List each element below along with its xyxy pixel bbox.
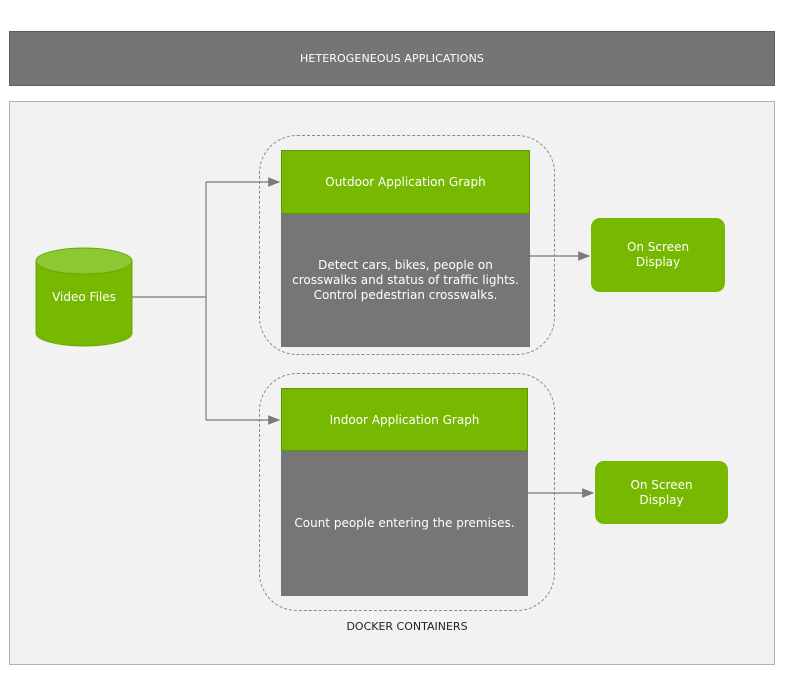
indoor-on-screen-display: On Screen Display bbox=[595, 461, 728, 524]
outdoor-on-screen-display: On Screen Display bbox=[591, 218, 725, 292]
outdoor-application-description: Detect cars, bikes, people on crosswalks… bbox=[281, 214, 530, 347]
outdoor-application-graph-header: Outdoor Application Graph bbox=[281, 150, 530, 214]
docker-containers-caption: DOCKER CONTAINERS bbox=[346, 620, 468, 633]
outdoor-docker-container bbox=[259, 135, 555, 355]
outdoor-description-text: Detect cars, bikes, people on crosswalks… bbox=[292, 258, 519, 302]
indoor-application-description: Count people entering the premises. bbox=[281, 451, 528, 596]
outdoor-header-label: Outdoor Application Graph bbox=[325, 175, 486, 189]
indoor-description-text: Count people entering the premises. bbox=[294, 516, 515, 530]
indoor-docker-container bbox=[259, 373, 555, 611]
video-files-label: Video Files bbox=[52, 290, 116, 304]
indoor-application-graph-header: Indoor Application Graph bbox=[281, 388, 528, 451]
indoor-osd-label: On Screen Display bbox=[630, 477, 693, 507]
video-files-database-icon bbox=[35, 247, 133, 347]
outdoor-osd-label: On Screen Display bbox=[626, 240, 690, 269]
indoor-header-label: Indoor Application Graph bbox=[329, 412, 480, 427]
heterogeneous-applications-banner: HETEROGENEOUS APPLICATIONS bbox=[9, 31, 775, 86]
banner-title: HETEROGENEOUS APPLICATIONS bbox=[300, 52, 484, 65]
